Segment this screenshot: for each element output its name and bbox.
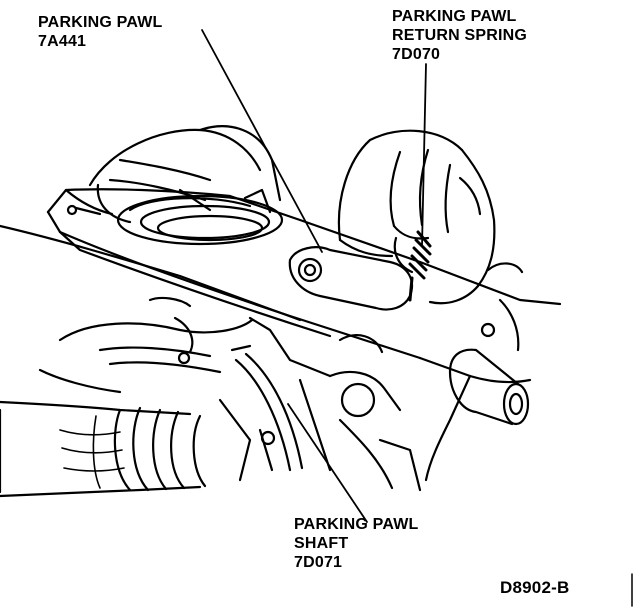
callout-parking-pawl: PARKING PAWL 7A441 [38, 13, 162, 51]
figure-id: D8902-B [500, 578, 570, 597]
callout-return-spring: PARKING PAWL RETURN SPRING 7D070 [392, 7, 527, 64]
return-spring-part [408, 230, 432, 302]
callout-pawl-shaft-line1: PARKING PAWL [294, 516, 419, 533]
lower-hand [38, 296, 254, 394]
callout-return-spring-line2: RETURN SPRING [392, 27, 528, 44]
lower-case [218, 316, 422, 492]
right-hand [337, 129, 496, 305]
callout-pawl-shaft-line2: SHAFT [294, 535, 349, 552]
right-housing [418, 260, 562, 482]
callout-return-spring-line1: PARKING PAWL [392, 8, 517, 25]
housing-rings [116, 188, 284, 246]
valve-body-plate [46, 188, 422, 360]
callout-return-spring-part: 7D070 [392, 46, 441, 63]
leader-parking-pawl [201, 29, 323, 253]
callout-parking-pawl-name: PARKING PAWL [38, 14, 163, 31]
shaft-thread-shading [59, 415, 125, 489]
output-shaft-tube [0, 400, 207, 498]
callout-pawl-shaft: PARKING PAWL SHAFT 7D071 [294, 515, 418, 572]
right-cylinder [448, 348, 530, 426]
parking-pawl-part [288, 246, 414, 311]
leader-lines [201, 29, 427, 523]
callout-pawl-shaft-part: 7D071 [294, 554, 343, 571]
leader-pawl-shaft [287, 403, 368, 523]
callout-parking-pawl-part: 7A441 [38, 33, 87, 50]
parking-pawl-shaft-part [230, 344, 304, 472]
leader-return-spring [421, 63, 427, 247]
